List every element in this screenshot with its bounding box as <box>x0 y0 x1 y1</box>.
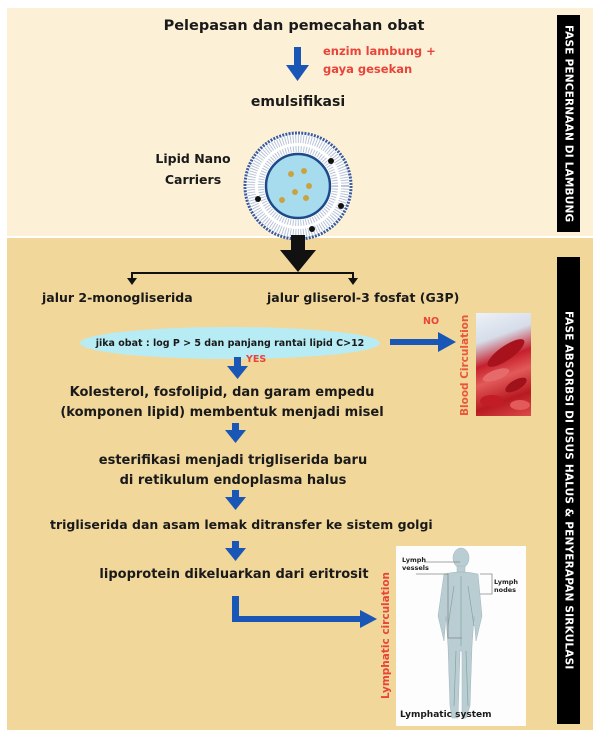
step1-line-2: (komponen lipid) membentuk menjadi misel <box>60 405 384 420</box>
step2-line-1: esterifikasi menjadi trigliserida baru <box>98 453 368 468</box>
path-glycerol-3-phosphate: jalur gliserol-3 fosfat (G3P) <box>267 290 460 305</box>
down-arrow-icon <box>286 47 309 81</box>
lymph-vessels-label: Lymph vessels <box>402 556 429 572</box>
step2-line-2: di retikulum endoplasma halus <box>119 473 347 488</box>
absorption-phase-label: FASE ABSORBSI DI USUS HALUS & PENYERAPAN… <box>557 257 580 724</box>
digestion-phase-label: FASE PENCERNAAN DI LAMBUNG <box>557 15 580 232</box>
no-label: NO <box>423 316 440 327</box>
step-micelle-formation: Kolesterol, fosfolipid, dan garam empedu… <box>60 383 383 423</box>
emulsification-label: emulsifikasi <box>250 94 346 110</box>
step1-line-1: Kolesterol, fosfolipid, dan garam empedu <box>69 385 375 400</box>
step-arrow-icon-1 <box>225 423 246 443</box>
lymphatic-system-label: Lymphatic system <box>400 710 492 720</box>
drug-release-title: Pelepasan dan pemecahan obat <box>163 18 425 34</box>
digestion-phase-text: FASE PENCERNAAN DI LAMBUNG <box>562 24 575 223</box>
lymph-nodes-label: Lymph nodes <box>494 578 518 594</box>
step-lipoprotein-release: lipoprotein dikeluarkan dari eritrosit <box>99 567 369 582</box>
lipid-nano-carriers-label: Lipid Nano Carriers <box>155 148 230 190</box>
yes-arrow-icon <box>227 357 248 379</box>
lymphatic-system-image: Lymph vessels Lymph nodes Lymphatic syst… <box>396 546 526 726</box>
lymph-nodes-line-2: nodes <box>494 586 517 594</box>
step-arrow-icon-2 <box>225 490 246 510</box>
path-2-monoglyceride: jalur 2-monogliserida <box>42 290 193 305</box>
step-arrow-icon-3 <box>225 541 246 561</box>
condition-oval: jika obat : log P > 5 dan panjang rantai… <box>80 327 380 359</box>
lymph-vessels-line-1: Lymph <box>402 556 426 564</box>
factor-line-1: enzim lambung + <box>323 44 436 58</box>
human-body-icon <box>416 547 493 719</box>
lymph-vessels-line-2: vessels <box>402 564 429 572</box>
phase-transition-arrow-icon <box>280 235 316 272</box>
carrier-line-2: Carriers <box>164 172 222 187</box>
carrier-line-1: Lipid Nano <box>155 151 231 166</box>
lipid-nano-carrier-icon <box>243 131 353 241</box>
no-arrow-icon <box>390 332 456 352</box>
branch-connector-icon <box>131 272 354 280</box>
condition-text: jika obat : log P > 5 dan panjang rantai… <box>95 337 365 349</box>
absorption-phase-text: FASE ABSORBSI DI USUS HALUS & PENYERAPAN… <box>562 311 575 670</box>
lymph-arrow-icon <box>232 596 377 628</box>
factor-line-2: gaya gesekan <box>323 62 413 76</box>
red-blood-cells-icon <box>480 339 530 410</box>
blood-circulation-image <box>476 313 531 416</box>
lymph-nodes-line-1: Lymph <box>494 578 518 586</box>
yes-label: YES <box>246 354 267 365</box>
step-golgi-transfer: trigliserida dan asam lemak ditransfer k… <box>50 517 433 532</box>
step-esterification: esterifikasi menjadi trigliserida baru d… <box>99 451 367 491</box>
